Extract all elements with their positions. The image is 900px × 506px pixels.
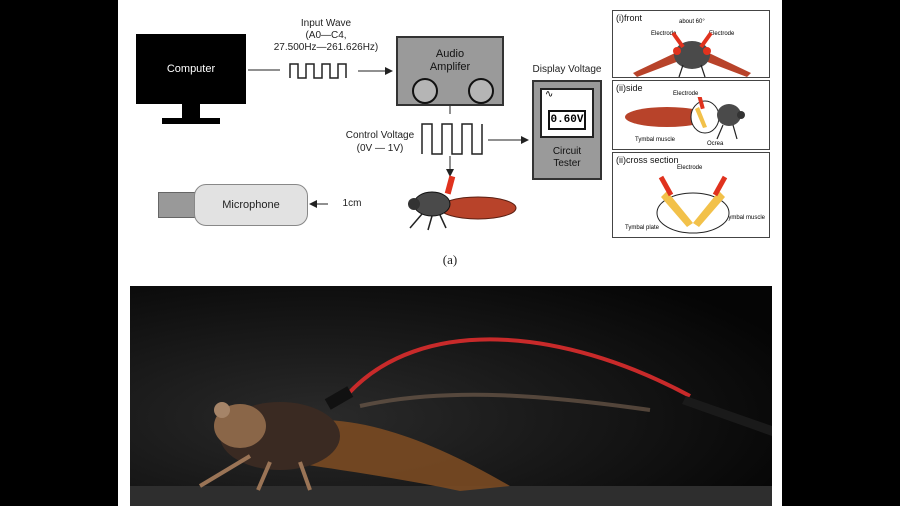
front-electrode-left-label: Electrode [651,31,677,37]
amplifier-label-line1: Audio [435,48,465,60]
microphone-label: Microphone [222,199,280,211]
cross-plate-label: Tymbal plate [625,225,660,231]
front-angle-label: about 60° [679,19,705,25]
input-wave-title: Input Wave [300,18,352,29]
distance-label: 1cm [342,198,362,209]
tester-screen: ∿ 0.60V [540,88,594,138]
computer-monitor: Computer [136,34,246,104]
computer-label: Computer [166,63,216,75]
input-square-wave [289,63,347,79]
tester-label-line1: Circuit [552,146,582,157]
microphone: Microphone [194,184,308,226]
monitor-base [162,118,220,124]
voltage-readout: 0.60V [548,110,586,130]
display-voltage-label: Display Voltage [532,64,602,75]
figure-caption: (a) [442,252,458,267]
cross-section-drawing [656,175,730,234]
amplifier-label-line2: Amplifer [429,61,471,73]
amplifier-knob-left [412,78,438,104]
control-voltage-title: Control Voltage [345,130,415,141]
front-electrode-right-label: Electrode [709,31,735,37]
connector-lines [248,63,529,208]
amplifier-knob-right [468,78,494,104]
microphone-plug [158,192,198,218]
input-wave-range: (A0—C4, [305,30,347,41]
figure-panel: Computer Input Wave (A0—C4, 27.500Hz—261… [118,0,782,506]
cross-section-panel: (ii)cross section Electrode Tymbal muscl… [612,152,770,238]
front-view-panel: (i)front about 60° Electrode Electrode [612,10,770,78]
monitor-stand [182,104,200,118]
control-voltage-range: (0V — 1V) [356,143,404,154]
audio-amplifier: Audio Amplifer [396,36,504,106]
cross-electrode-label: Electrode [677,165,703,171]
cicada-photo-drawing [130,286,772,506]
control-square-wave [421,123,483,155]
cross-section-title: (ii)cross section [616,155,679,165]
sine-wave-icon: ∿ [545,89,554,100]
side-muscle-label: Tymbal muscle [635,137,676,143]
cross-muscle-label: Tymbal muscle [725,215,766,221]
front-view-drawing [633,31,751,78]
side-electrode-label: Electrode [673,91,699,97]
electrode-marker [444,175,456,195]
front-view-title: (i)front [616,13,643,23]
circuit-tester: ∿ 0.60V Circuit Tester [532,80,602,180]
input-wave-frequency: 27.500Hz—261.626Hz) [273,42,379,53]
tester-label-line2: Tester [553,158,581,169]
cicada-illustration [408,175,517,231]
side-view-drawing [625,97,745,140]
side-view-panel: (ii)side Electrode Tymbal muscle Ocrea [612,80,770,150]
side-ocrea-label: Ocrea [707,141,724,147]
cicada-photo [130,286,772,506]
side-view-title: (ii)side [616,83,643,93]
